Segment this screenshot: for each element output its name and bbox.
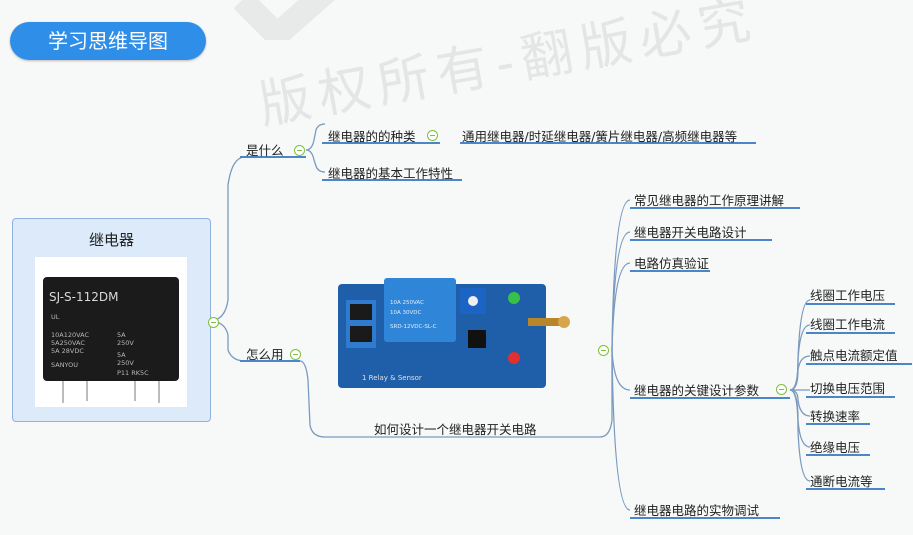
svg-text:P11 RK5C: P11 RK5C [117,369,149,377]
relay-module-image: 10A 250VAC 10A 30VDC SRD-12VDC-SL-C 1 Re… [338,278,570,388]
node-working-principle[interactable]: 常见继电器的工作原理讲解 [634,193,785,208]
branch-what-collapse-icon[interactable] [294,145,305,156]
watermark-logo-icon [233,0,335,40]
node-key-parameters-collapse-icon[interactable] [776,384,787,395]
svg-text:250V: 250V [117,339,134,347]
root-collapse-icon[interactable] [208,317,219,328]
svg-text:250V: 250V [117,359,134,367]
relay-component-image: SJ-S-112DM UL 10A120VAC 5A250VAC 5A 28VD… [35,257,187,407]
root-node-label: 继电器 [88,231,134,249]
param-switching-voltage-range[interactable]: 切换电压范围 [810,381,886,396]
node-key-parameters[interactable]: 继电器的关键设计参数 [634,383,760,398]
node-design-collapse-icon[interactable] [598,345,609,356]
svg-text:UL: UL [51,313,60,321]
node-physical-debugging[interactable]: 继电器电路的实物调试 [634,503,760,518]
svg-text:10A120VAC: 10A120VAC [51,331,89,339]
param-on-off-current[interactable]: 通断电流等 [810,474,873,489]
param-insulation-voltage[interactable]: 绝缘电压 [810,440,861,455]
param-coil-current[interactable]: 线圈工作电流 [810,317,886,332]
node-design-relay-switch[interactable]: 如何设计一个继电器开关电路 [374,422,537,437]
node-relay-types[interactable]: 继电器的的种类 [328,129,416,144]
branch-how-collapse-icon[interactable] [290,349,301,360]
node-switch-circuit-design[interactable]: 继电器开关电路设计 [634,225,747,240]
param-contact-current-rating[interactable]: 触点电流额定值 [810,348,898,363]
node-circuit-simulation[interactable]: 电路仿真验证 [634,256,710,271]
node-relay-characteristics[interactable]: 继电器的基本工作特性 [328,166,454,181]
svg-text:5A: 5A [117,331,126,339]
param-switching-rate[interactable]: 转换速率 [810,409,861,424]
svg-text:10A 30VDC: 10A 30VDC [390,310,422,316]
branch-how[interactable]: 怎么用 [246,347,284,362]
svg-text:5A 28VDC: 5A 28VDC [51,347,84,355]
relay-model-text: SJ-S-112DM [49,290,119,304]
param-coil-voltage[interactable]: 线圈工作电压 [810,288,886,303]
node-relay-types-collapse-icon[interactable] [427,130,438,141]
relay-module-caption: 1 Relay & Sensor [362,374,422,382]
svg-text:SRD-12VDC-SL-C: SRD-12VDC-SL-C [390,324,437,330]
root-node[interactable]: 继电器 SJ-S-112DM UL 10A120VAC 5A250VAC 5A … [12,218,211,422]
node-relay-types-detail[interactable]: 通用继电器/时延继电器/簧片继电器/高频继电器等 [462,129,738,144]
svg-text:5A250VAC: 5A250VAC [51,339,85,347]
branch-what[interactable]: 是什么 [246,143,284,158]
page-title: 学习思维导图 [10,22,206,60]
svg-text:SANYOU: SANYOU [51,361,78,369]
svg-text:10A 250VAC: 10A 250VAC [390,300,424,306]
svg-text:5A: 5A [117,351,126,359]
